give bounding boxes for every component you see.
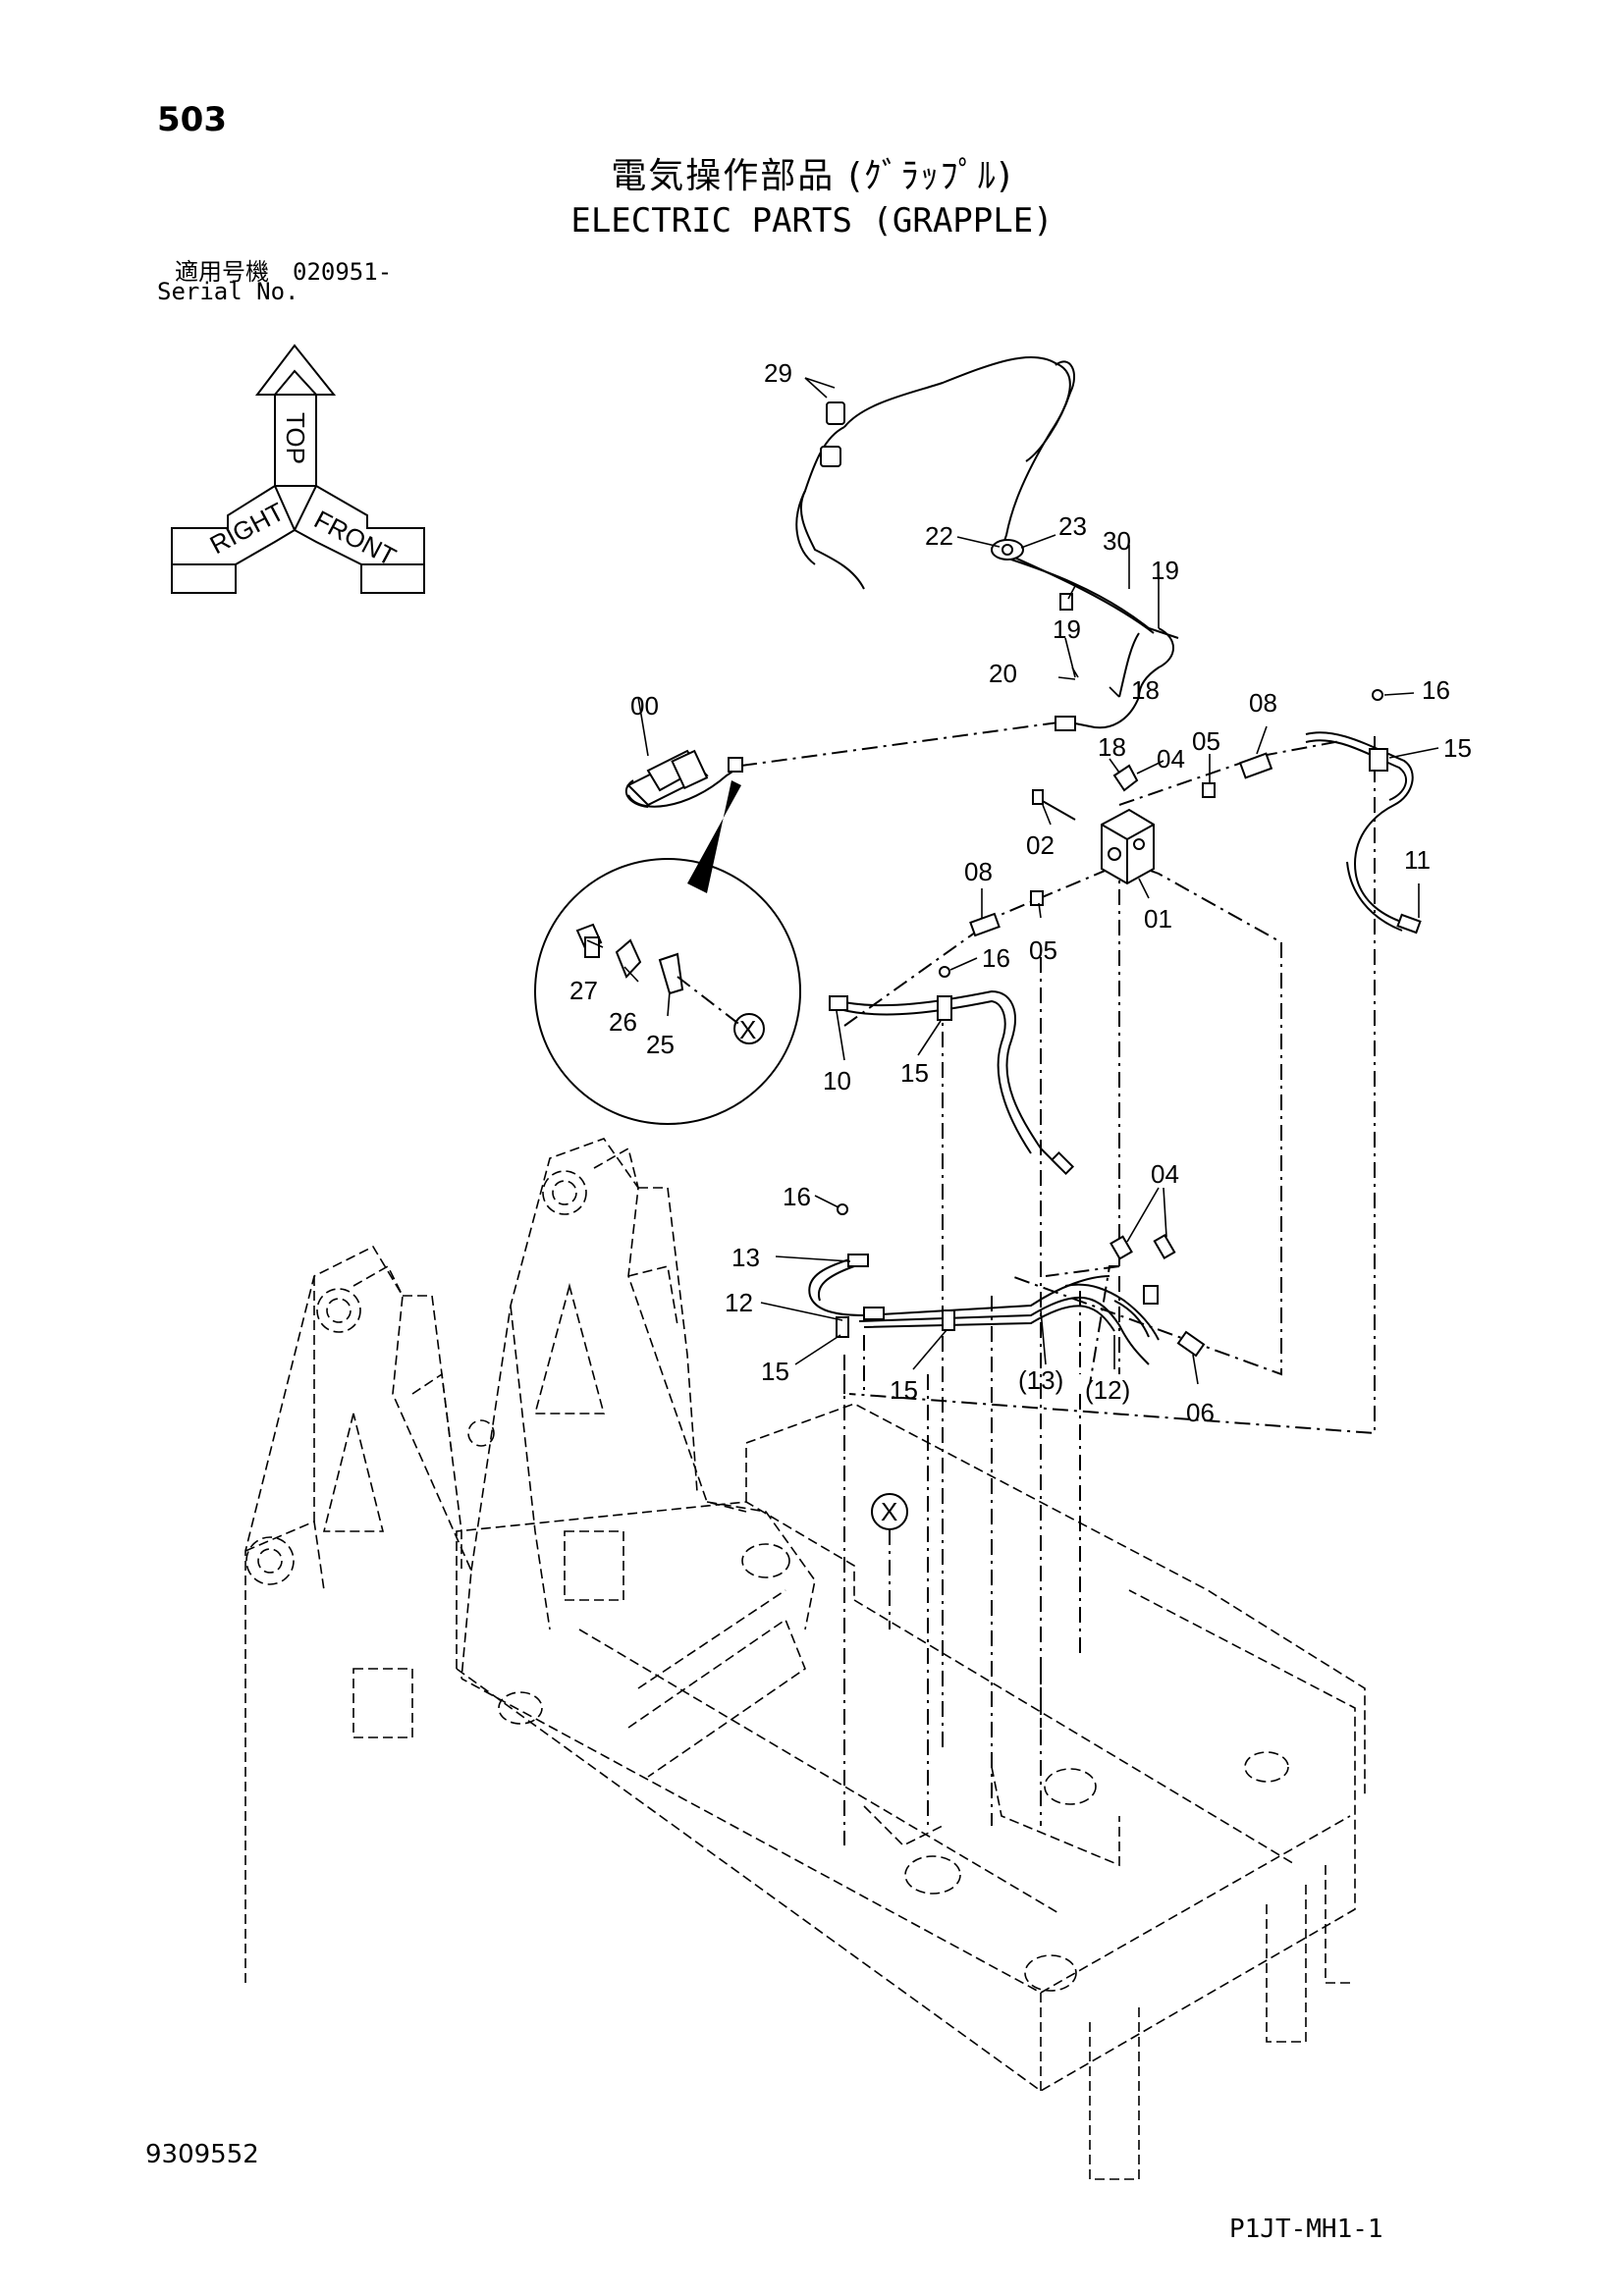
- orientation-icon: TOP RIGHT FRONT: [171, 344, 425, 594]
- callout-label: 11: [1404, 845, 1431, 875]
- callout-label: 16: [982, 943, 1010, 973]
- callout-label: 10: [823, 1066, 851, 1095]
- callout-label: 30: [1103, 526, 1131, 556]
- callout-label: 12: [725, 1288, 753, 1317]
- callout-label: 20: [989, 659, 1017, 688]
- serial-number-label-japanese: 適用号機 020951-: [175, 258, 393, 286]
- callout-label: 26: [609, 1007, 637, 1037]
- callout-label: X: [739, 1015, 756, 1044]
- frame-outline: [244, 1138, 1366, 2180]
- callout-label: 15: [1443, 733, 1472, 763]
- callout-label: (12): [1085, 1375, 1130, 1405]
- callout-label: 08: [1249, 688, 1277, 718]
- callout-label: 16: [1422, 675, 1450, 705]
- callout-label: 04: [1151, 1159, 1179, 1189]
- callout-label: 18: [1098, 732, 1126, 762]
- callout-label: 02: [1026, 830, 1055, 860]
- callout-label: 25: [646, 1030, 675, 1059]
- callout-label: 18: [1131, 675, 1160, 705]
- callout-label: 29: [764, 358, 792, 388]
- callout-label: 05: [1029, 935, 1057, 965]
- callout-label: 15: [761, 1357, 789, 1386]
- callout-label: 04: [1157, 744, 1185, 774]
- page-title-japanese: 電気操作部品 (ｸﾞﾗｯﾌﾟﾙ): [611, 156, 1013, 196]
- valve-block: [1032, 689, 1422, 934]
- callout-label: 05: [1192, 726, 1220, 756]
- detail-x-reference-label: X: [881, 1497, 897, 1526]
- drawing-number: 9309552: [145, 2140, 259, 2169]
- callout-label: 15: [900, 1058, 929, 1088]
- serial-number-label-english: Serial No.: [157, 278, 299, 305]
- callout-label: 27: [569, 976, 598, 1005]
- callout-label: 06: [1186, 1398, 1215, 1427]
- callout-label: 16: [783, 1182, 811, 1211]
- callout-label: 08: [964, 857, 993, 886]
- callout-label: 22: [925, 521, 953, 551]
- orientation-top-label: TOP: [281, 412, 310, 464]
- callout-label: (13): [1018, 1365, 1063, 1395]
- page-title-english: ELECTRIC PARTS (GRAPPLE): [570, 201, 1054, 240]
- switch-assembly: [624, 749, 743, 893]
- callout-leader-lines: [586, 377, 1439, 1385]
- callout-label: 15: [890, 1375, 918, 1405]
- callout-label: 19: [1053, 614, 1081, 644]
- callout-label: 01: [1144, 904, 1172, 934]
- middle-hoses: [829, 890, 1075, 1176]
- assembly-leader-lines: [740, 721, 1376, 1845]
- callout-label: 00: [630, 691, 659, 721]
- callout-label: 13: [731, 1243, 760, 1272]
- callout-label: 23: [1058, 511, 1087, 541]
- lower-hoses: [808, 1203, 1206, 1365]
- page-code: P1JT-MH1-1: [1229, 2215, 1383, 2244]
- orientation-right-label: RIGHT: [205, 497, 290, 561]
- callout-label: 19: [1151, 556, 1179, 585]
- detail-x-circle: [534, 858, 801, 1125]
- callout-labels: 29 22 23 30 19 19 20 18 00 18 04 05 08 1…: [569, 358, 1472, 1629]
- page-number: 503: [157, 100, 227, 139]
